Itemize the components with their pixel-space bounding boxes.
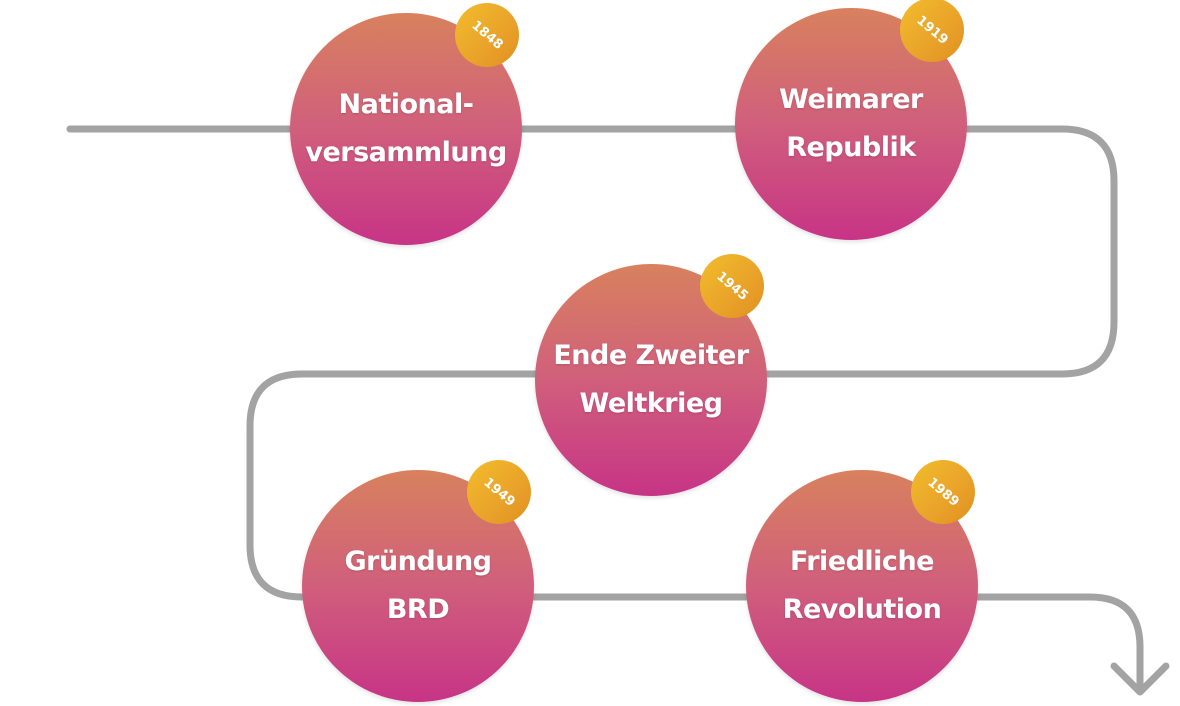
arrow-down-icon bbox=[1110, 662, 1170, 696]
event-label: Friedliche Revolution bbox=[782, 546, 942, 625]
year-badge: 1989 bbox=[911, 460, 975, 524]
year-badge: 1919 bbox=[900, 0, 964, 62]
year-badge-text: 1945 bbox=[713, 268, 751, 304]
event-circle: Gründung BRD bbox=[302, 470, 534, 702]
timeline-event-1945: Ende Zweiter Weltkrieg 1945 bbox=[535, 254, 767, 496]
event-label: National- versammlung bbox=[305, 89, 507, 168]
event-circle: Ende Zweiter Weltkrieg bbox=[535, 264, 767, 496]
year-badge: 1945 bbox=[700, 254, 764, 318]
timeline-event-1848: National- versammlung 1848 bbox=[290, 3, 522, 245]
year-badge-text: 1848 bbox=[468, 17, 506, 53]
year-badge-text: 1989 bbox=[924, 474, 962, 510]
event-label: Gründung BRD bbox=[344, 546, 492, 625]
event-label: Weimarer Republik bbox=[779, 84, 923, 163]
year-badge: 1949 bbox=[467, 460, 531, 524]
event-label: Ende Zweiter Weltkrieg bbox=[553, 340, 749, 419]
timeline-event-1919: Weimarer Republik 1919 bbox=[735, 0, 967, 240]
timeline-event-1989: Friedliche Revolution 1989 bbox=[746, 460, 978, 702]
year-badge: 1848 bbox=[455, 3, 519, 67]
timeline-event-1949: Gründung BRD 1949 bbox=[302, 460, 534, 702]
year-badge-text: 1949 bbox=[480, 474, 518, 510]
year-badge-text: 1919 bbox=[913, 12, 951, 48]
timeline-connector-line bbox=[66, 125, 1144, 695]
